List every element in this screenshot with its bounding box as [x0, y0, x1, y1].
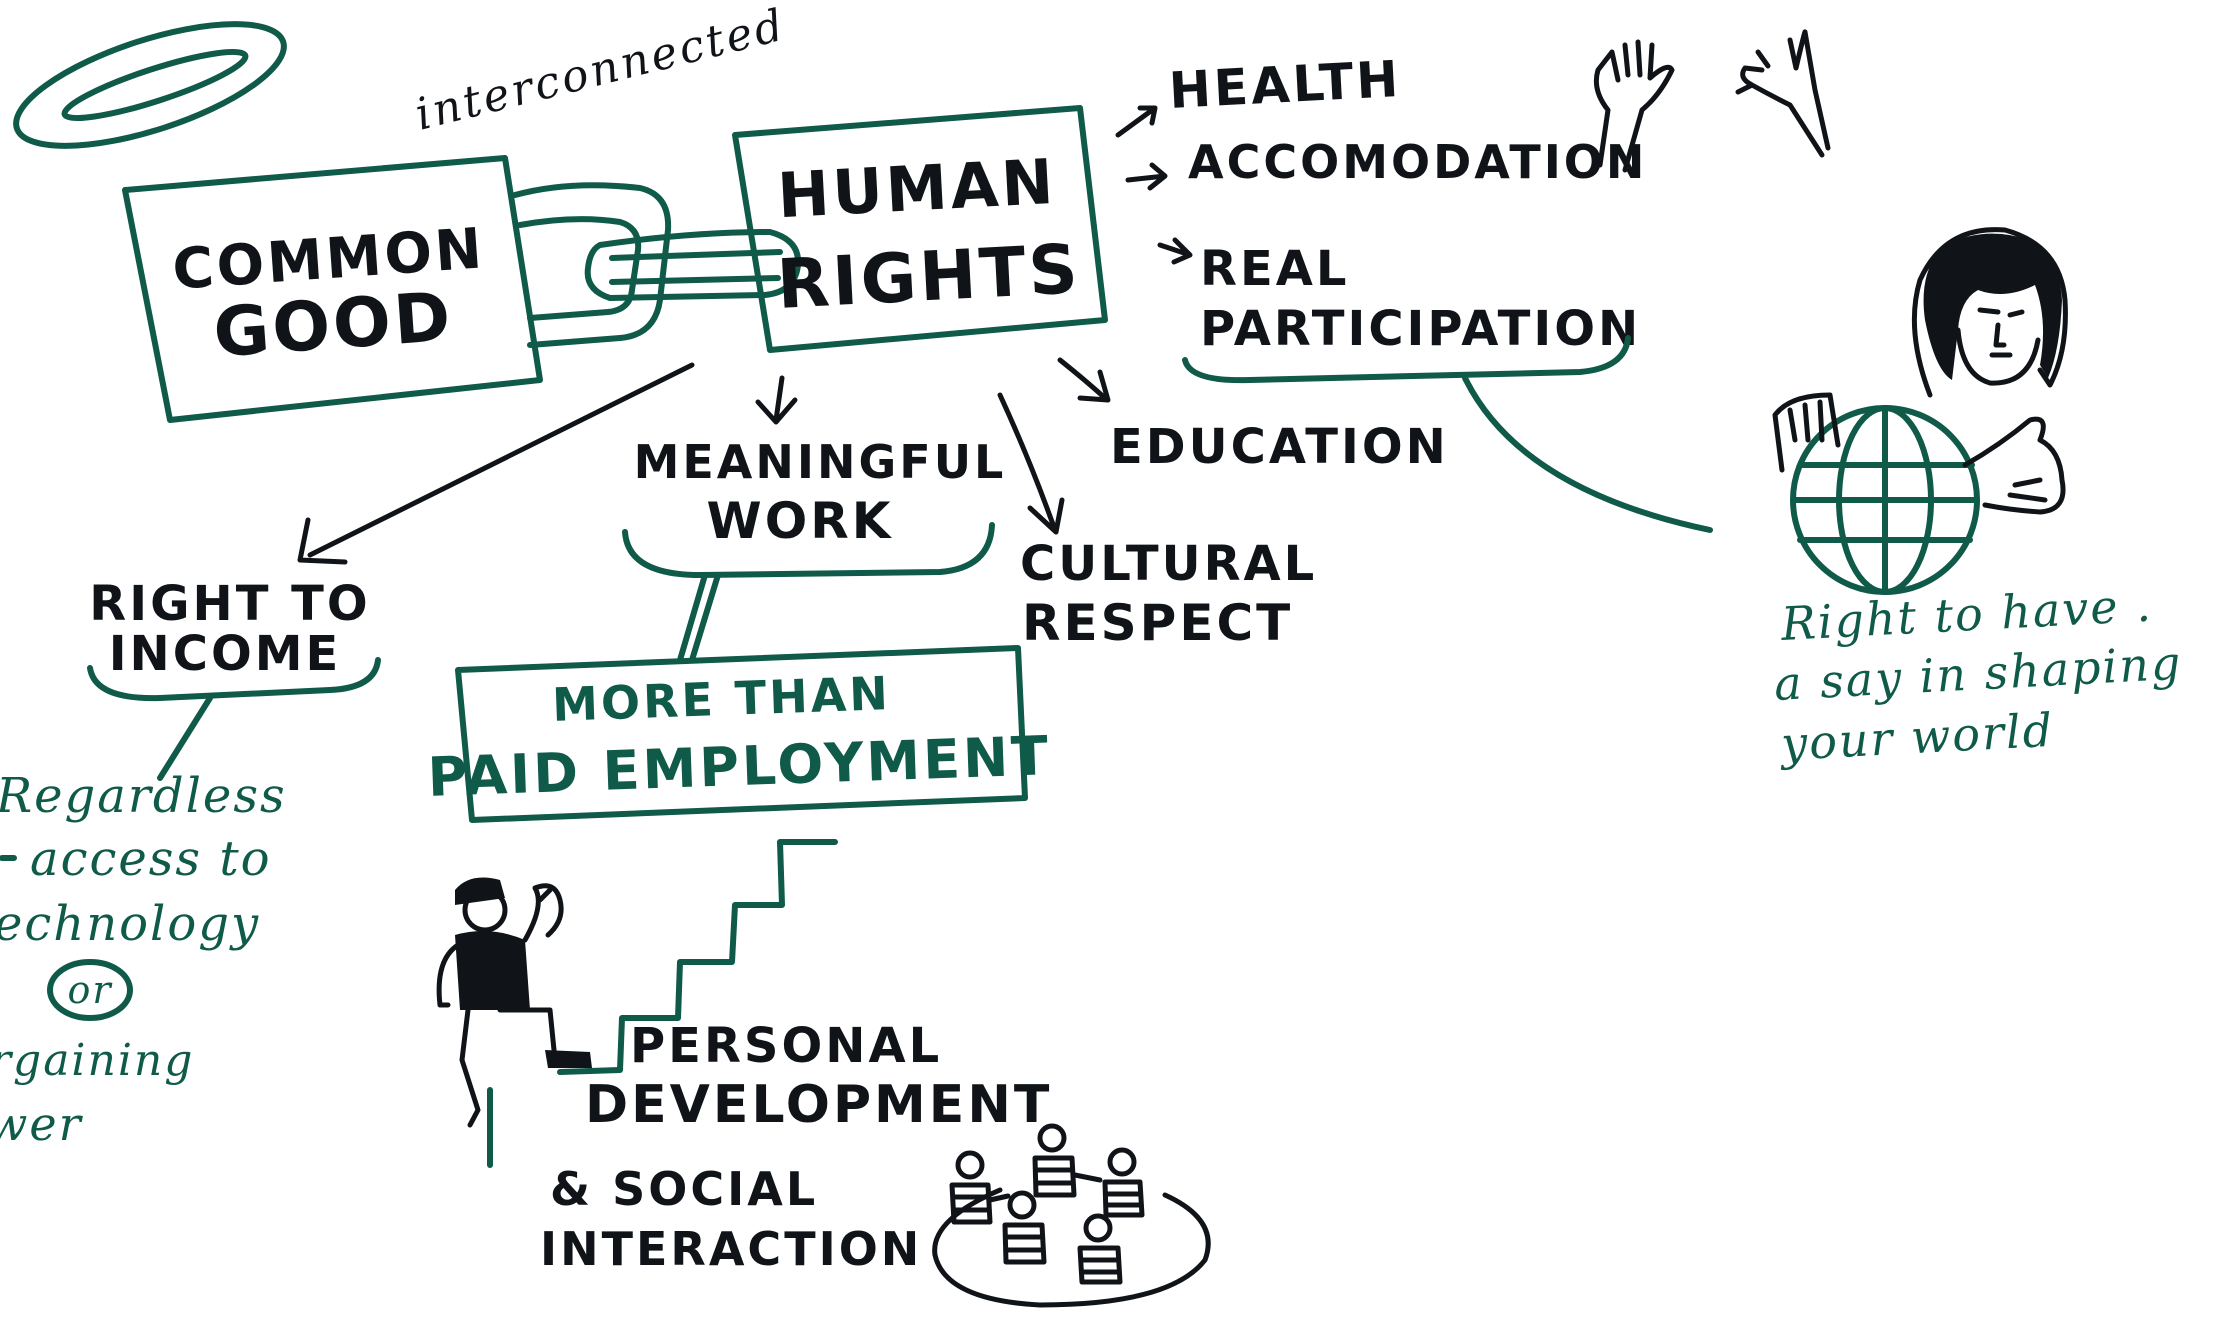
right-to-income-brace	[87, 657, 381, 702]
arrows-down	[297, 357, 1111, 565]
stairs-icon	[557, 839, 838, 1075]
regardless-line-1: Regardless	[0, 768, 287, 824]
meaningful-work-brace	[622, 522, 995, 578]
health-label: HEALTH	[1168, 50, 1403, 120]
common-good-line-2: GOOD	[211, 278, 456, 374]
human-rights-line-1: HUMAN	[776, 145, 1058, 232]
cultural-respect-line-2: RESPECT	[1022, 594, 1293, 652]
personal-development-line-2: DEVELOPMENT	[585, 1075, 1052, 1135]
meaningful-work-line-2: WORK	[707, 492, 894, 550]
human-rights-line-2: RIGHTS	[775, 230, 1082, 325]
cultural-respect-line-1: CULTURAL	[1020, 536, 1317, 592]
raised-hands-icon	[1593, 29, 1831, 173]
education-label: EDUCATION	[1110, 419, 1449, 475]
meaningful-work-connector	[677, 572, 721, 663]
social-interaction-line-2: INTERACTION	[540, 1222, 922, 1276]
participation-connector	[1462, 375, 1713, 533]
more-than-paid-node: MORE THAN PAID EMPLOYMENT	[427, 645, 1052, 823]
right-to-income-connector	[157, 695, 213, 781]
participation-brace	[1182, 335, 1631, 384]
person-holding-globe-icon	[1772, 227, 2068, 595]
accomodation-label: ACCOMODATION	[1188, 135, 1647, 189]
group-of-people-icon	[932, 1123, 1211, 1308]
real-participation-line-2: PARTICIPATION	[1200, 301, 1641, 357]
personal-development-line-1: PERSONAL	[630, 1018, 942, 1074]
regardless-line-4: rgaining	[0, 1035, 194, 1086]
common-good-node: COMMON GOOD	[122, 155, 543, 423]
more-than-paid-line-2: PAID EMPLOYMENT	[427, 724, 1052, 809]
or-circle	[47, 959, 133, 1021]
regardless-or: or	[67, 968, 113, 1012]
regardless-line-2: access to	[30, 831, 272, 887]
arrows-right	[1115, 105, 1193, 265]
regardless-line-3: echnology	[0, 896, 260, 952]
meaningful-work-line-1: MEANINGFUL	[634, 435, 1007, 489]
right-to-say-line-3: your world	[1778, 703, 2056, 771]
interconnected-label: interconnected	[410, 0, 791, 141]
halo-icon	[13, 21, 287, 149]
more-than-paid-line-1: MORE THAN	[551, 666, 891, 732]
person-climbing-stairs-icon	[436, 877, 592, 1128]
right-to-income-line-2: INCOME	[109, 626, 342, 682]
social-interaction-line-1: & SOCIAL	[550, 1162, 818, 1216]
chain-link-icon	[512, 182, 802, 348]
regardless-line-5: wer	[0, 1097, 84, 1151]
human-rights-node: HUMAN RIGHTS	[732, 105, 1108, 353]
right-to-income-line-1: RIGHT TO	[89, 576, 370, 632]
real-participation-line-1: REAL	[1200, 241, 1349, 297]
